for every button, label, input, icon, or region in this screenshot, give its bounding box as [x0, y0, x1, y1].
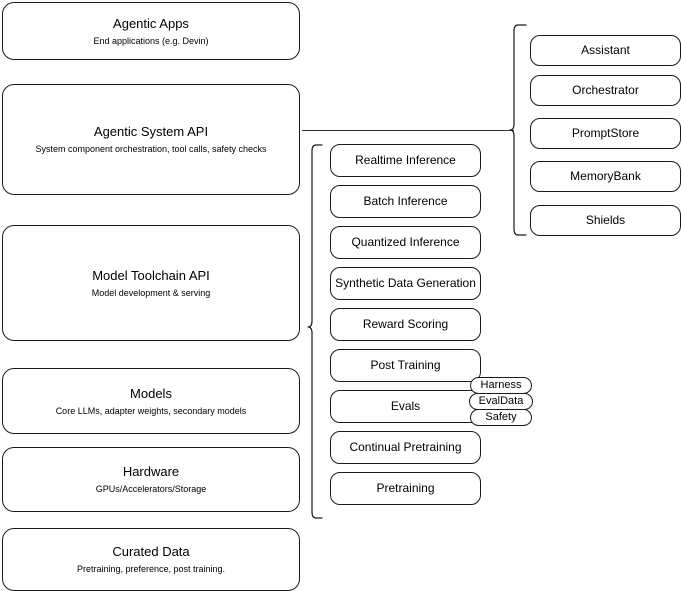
- layer-subtitle: Core LLMs, adapter weights, secondary mo…: [55, 405, 247, 416]
- capability-box-continual-pretraining[interactable]: Continual Pretraining: [330, 431, 481, 464]
- layer-subtitle: Model development & serving: [91, 287, 211, 298]
- layer-box-model-toolchain-api[interactable]: Model Toolchain API Model development & …: [2, 225, 300, 341]
- capability-box-batch-inference[interactable]: Batch Inference: [330, 185, 481, 218]
- system-component-box-promptstore[interactable]: PromptStore: [530, 118, 681, 149]
- layer-title: Agentic System API: [93, 124, 209, 139]
- capability-box-evals[interactable]: Evals: [330, 390, 481, 423]
- layer-title: Model Toolchain API: [92, 267, 210, 283]
- layer-box-hardware[interactable]: Hardware GPUs/Accelerators/Storage: [2, 447, 300, 512]
- layer-subtitle: GPUs/Accelerators/Storage: [95, 484, 207, 494]
- connector-system-api-to-components: [302, 130, 514, 131]
- system-component-box-memorybank[interactable]: MemoryBank: [530, 161, 681, 192]
- eval-badge-safety[interactable]: Safety: [470, 409, 532, 426]
- layer-title: Hardware: [122, 464, 180, 479]
- layer-title: Curated Data: [112, 544, 190, 559]
- capability-box-quantized-inference[interactable]: Quantized Inference: [330, 226, 481, 259]
- layer-subtitle: End applications (e.g. Devin): [93, 35, 209, 46]
- layer-subtitle: Pretraining, preference, post training.: [76, 564, 226, 574]
- capability-box-reward-scoring[interactable]: Reward Scoring: [330, 308, 481, 341]
- layer-box-models[interactable]: Models Core LLMs, adapter weights, secon…: [2, 368, 300, 434]
- system-component-box-shields[interactable]: Shields: [530, 205, 681, 236]
- layer-subtitle: System component orchestration, tool cal…: [35, 144, 267, 154]
- capability-box-post-training[interactable]: Post Training: [330, 349, 481, 382]
- brace-system-components: [509, 24, 527, 236]
- brace-toolchain-capabilities: [307, 144, 323, 519]
- capability-box-pretraining[interactable]: Pretraining: [330, 472, 481, 505]
- capability-box-realtime-inference[interactable]: Realtime Inference: [330, 144, 481, 177]
- layer-box-agentic-system-api[interactable]: Agentic System API System component orch…: [2, 84, 300, 195]
- layer-box-curated-data[interactable]: Curated Data Pretraining, preference, po…: [2, 528, 300, 591]
- layer-title: Models: [130, 385, 172, 401]
- eval-badge-evaldata[interactable]: EvalData: [469, 393, 533, 410]
- layer-box-agentic-apps[interactable]: Agentic Apps End applications (e.g. Devi…: [2, 2, 300, 60]
- system-component-box-assistant[interactable]: Assistant: [530, 35, 681, 66]
- capability-box-synthetic-data-generation[interactable]: Synthetic Data Generation: [330, 267, 481, 300]
- eval-badge-harness[interactable]: Harness: [470, 377, 532, 394]
- layer-title: Agentic Apps: [113, 15, 189, 31]
- system-component-box-orchestrator[interactable]: Orchestrator: [530, 75, 681, 106]
